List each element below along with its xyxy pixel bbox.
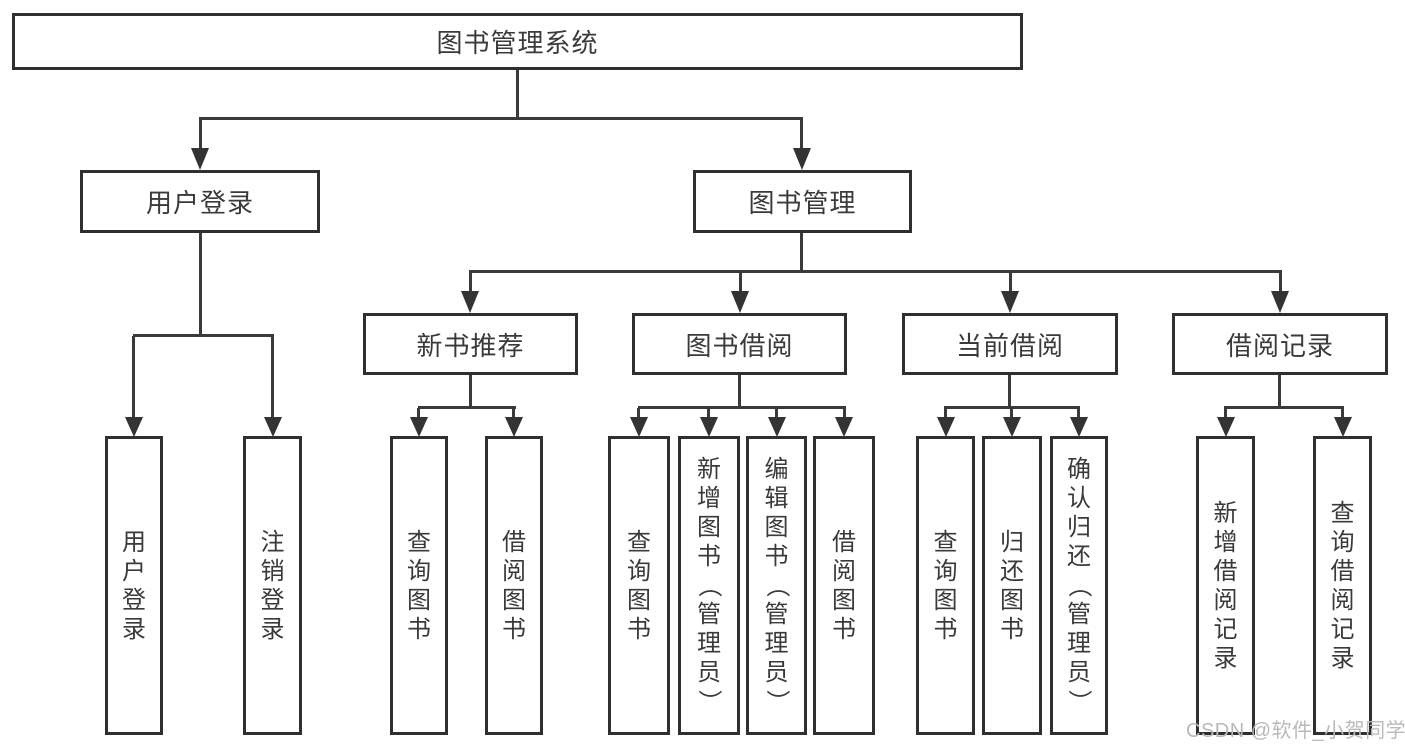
node-new-book-recommendation: 新书推荐 <box>363 313 578 375</box>
leaf-logout-label: 注销登录 <box>260 528 285 643</box>
arrow-down-icon <box>937 417 955 437</box>
connector-line <box>1341 408 1344 419</box>
node-root-label: 图书管理系统 <box>436 28 599 58</box>
connector-line <box>271 336 274 418</box>
node-borrowing-records-label: 借阅记录 <box>1225 330 1334 361</box>
arrow-down-icon <box>700 417 718 437</box>
connector-line <box>800 233 803 273</box>
arrow-down-icon <box>630 417 648 437</box>
node-book-management-label: 图书管理 <box>748 188 857 218</box>
arrow-down-icon <box>1070 417 1088 437</box>
connector-line <box>843 408 846 419</box>
leaf-query-borrow-record: 查询借阅记录 <box>1313 436 1372 735</box>
leaf-borrow-books-2: 借阅图书 <box>813 436 875 735</box>
connector-line <box>1009 272 1012 292</box>
connector-line <box>637 408 640 419</box>
leaf-query-books-1-label: 查询图书 <box>407 528 431 643</box>
arrow-down-icon <box>1271 291 1289 313</box>
leaf-add-borrow-record-label: 新增借阅记录 <box>1213 499 1238 672</box>
leaf-query-books-2-label: 查询图书 <box>627 528 651 643</box>
leaf-query-borrow-record-label: 查询借阅记录 <box>1330 499 1355 672</box>
connector-line <box>133 334 274 337</box>
leaf-borrow-books-1: 借阅图书 <box>485 436 543 735</box>
connector-line <box>1077 408 1080 419</box>
arrow-down-icon <box>793 148 811 170</box>
arrow-down-icon <box>410 417 428 437</box>
leaf-confirm-return-admin-label: 确认归还（管理员） <box>1065 456 1093 714</box>
arrow-down-icon <box>1001 291 1019 313</box>
arrow-down-icon <box>264 417 282 437</box>
arrow-down-icon <box>768 417 786 437</box>
connector-line <box>800 118 803 150</box>
arrow-down-icon <box>191 148 209 170</box>
arrow-down-icon <box>125 417 143 437</box>
connector-line <box>512 408 515 419</box>
connector-line <box>944 406 1080 409</box>
node-book-borrowing: 图书借阅 <box>632 313 847 375</box>
leaf-query-books-1: 查询图书 <box>390 436 448 735</box>
connector-line <box>469 270 1282 273</box>
connector-line <box>516 70 519 118</box>
leaf-return-books: 归还图书 <box>982 436 1042 735</box>
leaf-query-books-3: 查询图书 <box>916 436 975 735</box>
leaf-user-login-label: 用户登录 <box>122 528 146 643</box>
connector-line <box>418 406 516 409</box>
node-book-borrowing-label: 图书借阅 <box>685 330 794 361</box>
leaf-query-books-3-label: 查询图书 <box>933 528 958 643</box>
arrow-down-icon <box>731 291 749 313</box>
connector-line <box>469 375 472 408</box>
connector-line <box>417 408 420 419</box>
leaf-borrow-books-2-label: 借阅图书 <box>832 528 856 643</box>
node-user-login-label: 用户登录 <box>145 188 254 218</box>
node-new-book-recommendation-label: 新书推荐 <box>416 330 525 361</box>
leaf-logout: 注销登录 <box>243 436 302 735</box>
node-borrowing-records: 借阅记录 <box>1172 313 1388 375</box>
connector-line <box>469 272 472 292</box>
arrow-down-icon <box>1003 417 1021 437</box>
connector-line <box>739 272 742 292</box>
leaf-borrow-books-1-label: 借阅图书 <box>502 528 526 643</box>
csdn-watermark: CSDN @软件_小贺同学 <box>1186 720 1405 742</box>
node-root: 图书管理系统 <box>12 13 1023 70</box>
leaf-add-books-admin-label: 新增图书（管理员） <box>695 456 723 714</box>
leaf-edit-books-admin: 编辑图书（管理员） <box>746 436 807 735</box>
leaf-add-borrow-record: 新增借阅记录 <box>1196 436 1255 735</box>
arrow-down-icon <box>461 291 479 313</box>
node-user-login: 用户登录 <box>80 170 320 233</box>
connector-line <box>707 408 710 419</box>
node-book-management: 图书管理 <box>693 170 912 233</box>
leaf-user-login: 用户登录 <box>105 436 163 735</box>
connector-line <box>1224 408 1227 419</box>
connector-line <box>1010 408 1013 419</box>
connector-line <box>1278 375 1281 408</box>
connector-line <box>199 118 202 150</box>
connector-line <box>1224 406 1344 409</box>
arrow-down-icon <box>1217 417 1235 437</box>
connector-line <box>775 408 778 419</box>
connector-line <box>738 375 741 408</box>
leaf-edit-books-admin-label: 编辑图书（管理员） <box>763 456 790 714</box>
connector-line <box>199 117 803 120</box>
leaf-query-books-2: 查询图书 <box>608 436 670 735</box>
connector-line <box>1279 272 1282 292</box>
arrow-down-icon <box>505 417 523 437</box>
leaf-confirm-return-admin: 确认归还（管理员） <box>1050 436 1108 735</box>
leaf-return-books-label: 归还图书 <box>1000 528 1024 643</box>
connector-line <box>944 408 947 419</box>
arrow-down-icon <box>1334 417 1352 437</box>
node-current-borrowing-label: 当前借阅 <box>955 330 1064 361</box>
connector-line <box>132 336 135 418</box>
connector-line <box>199 233 202 337</box>
leaf-add-books-admin: 新增图书（管理员） <box>678 436 740 735</box>
arrow-down-icon <box>835 417 853 437</box>
connector-line <box>1008 375 1011 408</box>
node-current-borrowing: 当前借阅 <box>902 313 1118 375</box>
connector-line <box>638 406 846 409</box>
